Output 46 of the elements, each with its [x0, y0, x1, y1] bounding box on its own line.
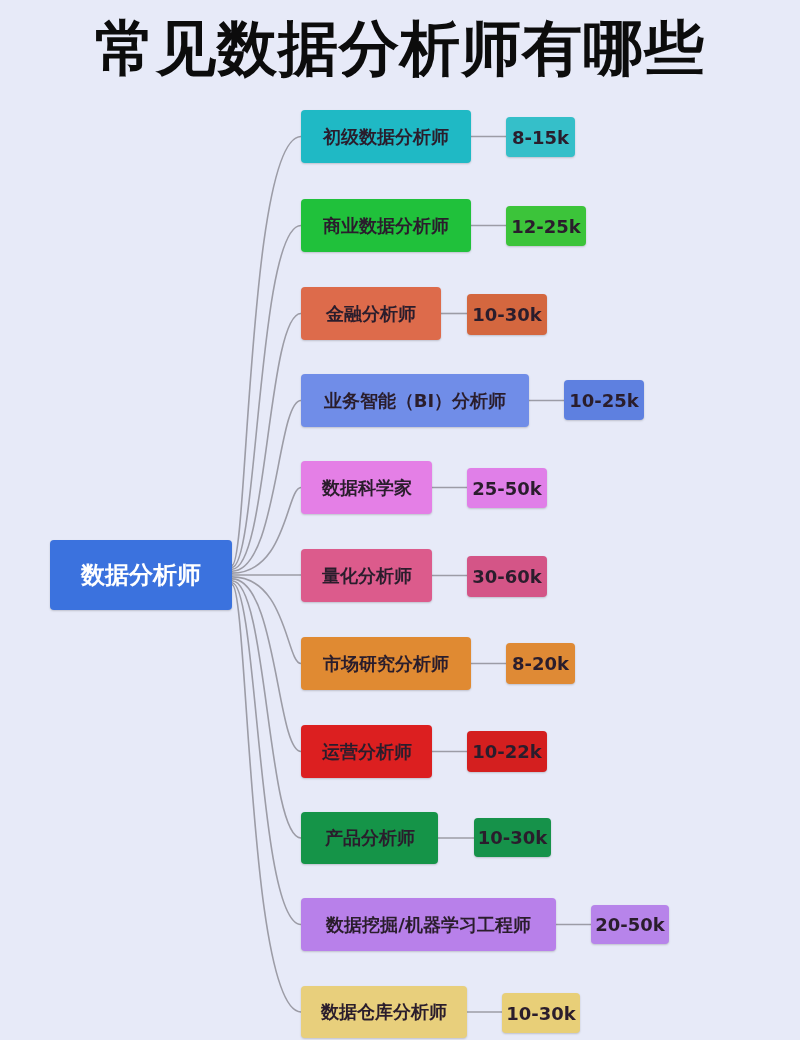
role-box: 数据科学家: [301, 461, 432, 514]
connector-line: [528, 399, 565, 402]
connector-line: [231, 312, 302, 570]
connector-line: [231, 580, 302, 839]
connector-line: [231, 135, 302, 567]
salary-box: 25-50k: [467, 468, 547, 508]
connector-line: [431, 486, 468, 489]
salary-box: 10-22k: [467, 731, 547, 772]
salary-box: 8-20k: [506, 643, 575, 684]
role-box: 商业数据分析师: [301, 199, 471, 252]
role-box: 运营分析师: [301, 725, 432, 778]
role-box: 数据仓库分析师: [301, 986, 467, 1038]
connector-line: [231, 399, 302, 572]
connector-line: [231, 574, 302, 576]
salary-box: 12-25k: [506, 206, 586, 246]
connector-line: [231, 583, 302, 1013]
salary-box: 8-15k: [506, 117, 575, 157]
role-box: 初级数据分析师: [301, 110, 471, 163]
connector-line: [231, 576, 302, 665]
salary-box: 10-30k: [474, 818, 551, 857]
connector-line: [470, 224, 507, 227]
connector-line: [470, 135, 507, 138]
connector-line: [470, 662, 507, 665]
connector-line: [431, 574, 468, 577]
role-box: 量化分析师: [301, 549, 432, 602]
salary-box: 10-30k: [502, 993, 580, 1033]
salary-box: 20-50k: [591, 905, 669, 944]
connector-line: [231, 486, 302, 574]
connector-line: [466, 1011, 503, 1013]
connector-line: [231, 578, 302, 753]
salary-box: 30-60k: [467, 556, 547, 597]
role-box: 数据挖掘/机器学习工程师: [301, 898, 556, 951]
connector-line: [555, 923, 592, 926]
role-box: 金融分析师: [301, 287, 441, 340]
salary-box: 10-25k: [564, 380, 644, 420]
connector-line: [231, 581, 302, 926]
title: 常见数据分析师有哪些: [95, 12, 705, 84]
connector-line: [231, 224, 302, 569]
connector-line: [440, 312, 468, 315]
role-box: 业务智能（BI）分析师: [301, 374, 529, 427]
role-box: 产品分析师: [301, 812, 438, 864]
connector-line: [437, 837, 475, 839]
root-box: 数据分析师: [50, 540, 232, 610]
connector-line: [431, 750, 468, 753]
role-box: 市场研究分析师: [301, 637, 471, 690]
salary-box: 10-30k: [467, 294, 547, 335]
